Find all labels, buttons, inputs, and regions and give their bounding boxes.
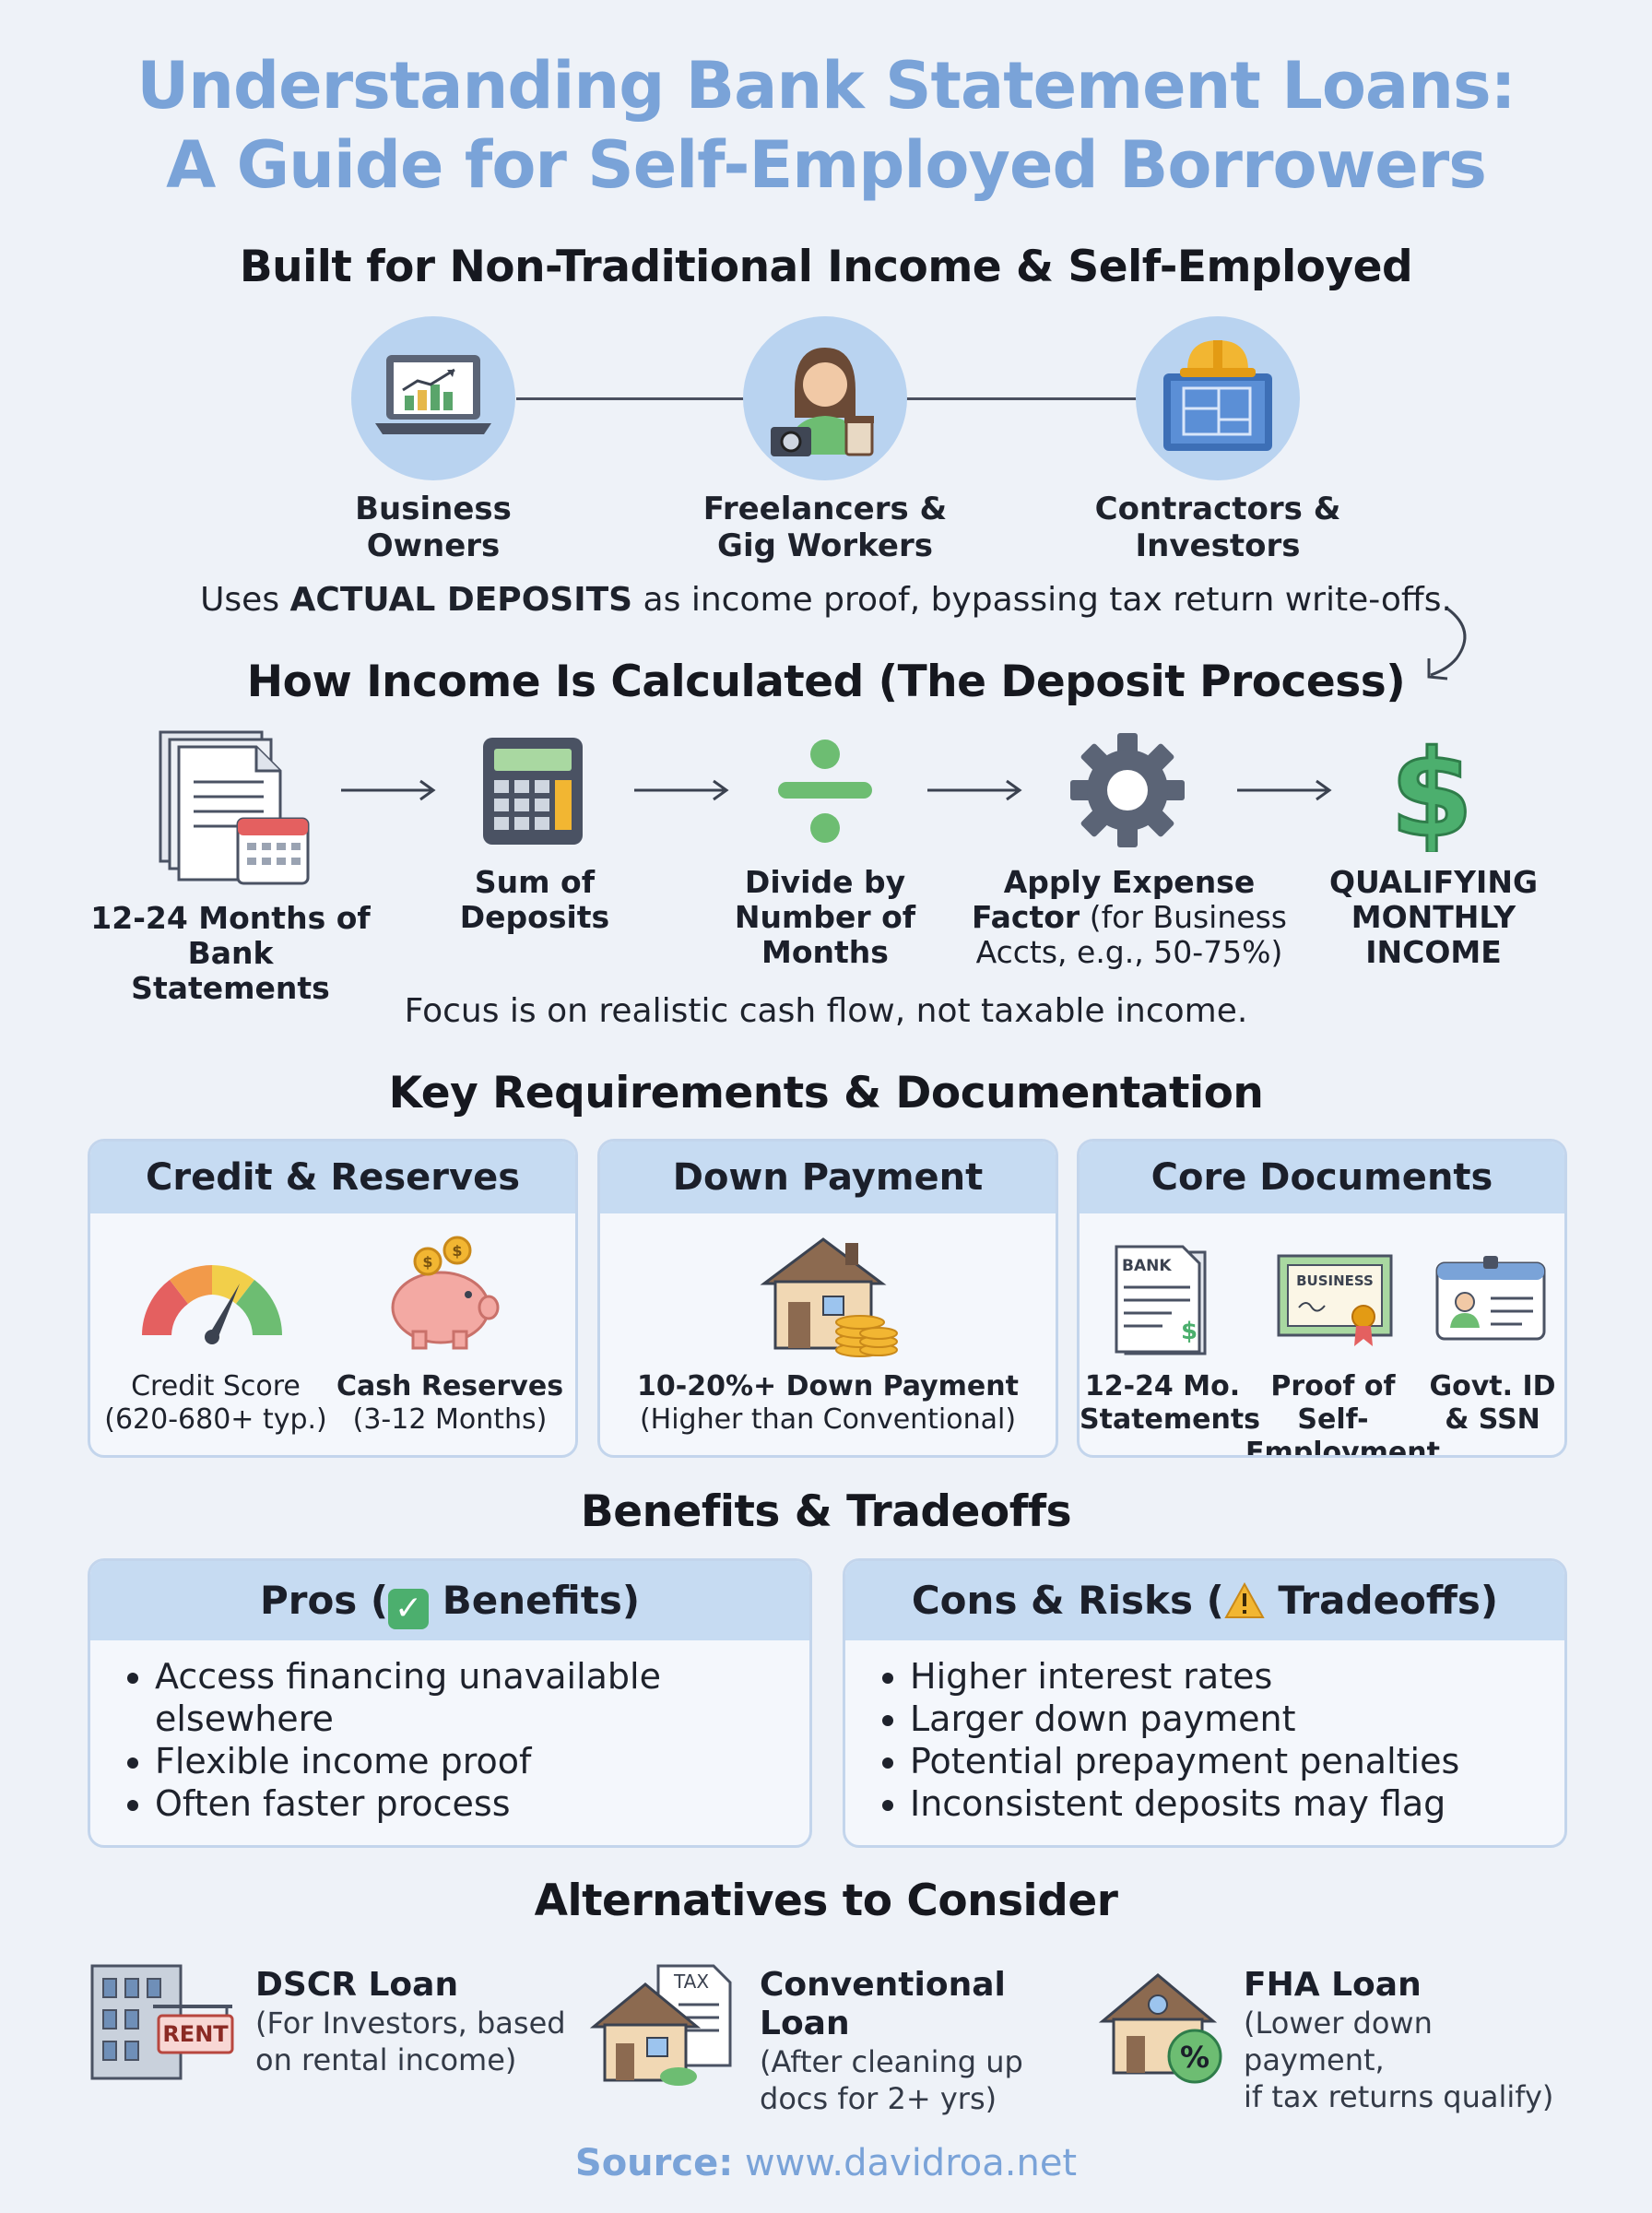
rent-building-icon: RENT	[90, 1964, 234, 2080]
check-icon: ✓	[388, 1589, 430, 1629]
statements-doc-label: 12-24 Mo. Statements	[1080, 1370, 1261, 1436]
list-item: Potential prepayment penalties	[910, 1740, 1564, 1782]
fha-house-percent-icon: %	[1098, 1973, 1222, 2084]
svg-text:BUSINESS: BUSINESS	[1296, 1272, 1374, 1289]
step-label-qualifying-income: QUALIFYING MONTHLY INCOME	[1328, 864, 1539, 970]
calculator-icon	[483, 738, 583, 845]
list-item: Flexible income proof	[155, 1740, 809, 1782]
svg-text:$: $	[422, 1253, 432, 1271]
arrow-right-icon	[634, 779, 729, 801]
tax-house-icon: TAX	[590, 1964, 732, 2086]
down-payment-card: Down Payment 10-20%+ Down Payment (Highe…	[597, 1139, 1058, 1458]
audience-label-contractors: Contractors & Investors	[1094, 491, 1341, 564]
list-item: Access financing unavailable elsewhere	[155, 1655, 671, 1740]
curved-arrow-icon	[1427, 607, 1467, 680]
svg-text:$: $	[1390, 728, 1473, 852]
list-item: Higher interest rates	[910, 1655, 1564, 1698]
requirements-heading: Key Requirements & Documentation	[388, 1068, 1264, 1118]
page-title: Understanding Bank Statement Loans: A Gu…	[136, 48, 1516, 203]
svg-text:$: $	[452, 1242, 462, 1260]
source-link[interactable]: www.davidroa.net	[733, 2142, 1078, 2184]
pros-card: Pros (✓ Benefits) Access financing unava…	[88, 1558, 812, 1848]
dollar-icon: $	[1390, 728, 1473, 852]
list-item: Larger down payment	[910, 1698, 1564, 1740]
down-payment-label: 10-20%+ Down Payment (Higher than Conven…	[637, 1370, 1019, 1436]
fha-loan-option: FHA Loan (Lower down payment, if tax ret…	[1244, 1966, 1554, 2114]
statements-calendar-icon	[159, 730, 310, 885]
process-note: Focus is on realistic cash flow, not tax…	[404, 992, 1248, 1030]
cash-reserves-label: Cash Reserves (3-12 Months)	[336, 1370, 564, 1436]
bank-statement-icon: BANK $	[1115, 1245, 1207, 1355]
freelancer-camera-icon	[743, 316, 907, 480]
id-card-icon	[1435, 1256, 1546, 1341]
pros-title: Pros (✓ Benefits)	[90, 1561, 809, 1640]
laptop-chart-icon	[351, 316, 515, 480]
self-employment-doc-label: Proof of Self- Employment	[1245, 1370, 1440, 1458]
gear-icon	[1070, 733, 1185, 847]
business-certificate-icon: BUSINESS	[1277, 1254, 1393, 1346]
source-credit: Source: www.davidroa.net	[574, 2142, 1078, 2184]
svg-text:$: $	[1181, 1318, 1198, 1345]
conventional-loan-option: Conventional Loan (After cleaning up doc…	[760, 1966, 1023, 2116]
svg-text:RENT: RENT	[162, 2021, 229, 2047]
arrow-right-icon	[341, 779, 436, 801]
svg-text:TAX: TAX	[673, 1970, 709, 1993]
step-label-statements: 12-24 Months of Bank Statements	[90, 900, 371, 1006]
house-coins-icon	[760, 1237, 898, 1357]
card-title: Core Documents	[1080, 1142, 1564, 1213]
warning-icon	[1224, 1567, 1265, 1646]
alternatives-heading: Alternatives to Consider	[534, 1876, 1118, 1926]
audience-heading: Built for Non-Traditional Income & Self-…	[239, 242, 1413, 292]
cons-card: Cons & Risks ( Tradeoffs) Higher interes…	[843, 1558, 1567, 1848]
credit-score-label: Credit Score (620-680+ typ.)	[104, 1370, 327, 1436]
audience-label-freelancers: Freelancers & Gig Workers	[702, 491, 948, 564]
govt-id-doc-label: Govt. ID & SSN	[1429, 1370, 1556, 1436]
step-label-expense-factor: Apply Expense Factor (for Business Accts…	[972, 864, 1287, 970]
credit-reserves-card: Credit & Reserves $ $ Credit Score (620-…	[88, 1139, 578, 1458]
svg-text:%: %	[1180, 2040, 1210, 2075]
arrow-right-icon	[927, 779, 1022, 801]
pros-list: Access financing unavailable elsewhere F…	[90, 1640, 809, 1825]
piggy-bank-icon: $ $	[391, 1236, 500, 1350]
hardhat-blueprint-icon	[1136, 316, 1300, 480]
core-documents-card: Core Documents BANK $ BUSINESS 12-24 Mo.…	[1077, 1139, 1567, 1458]
audience-label-business-owners: Business Owners	[355, 491, 512, 564]
benefits-heading: Benefits & Tradeoffs	[580, 1486, 1072, 1537]
step-label-sum: Sum of Deposits	[459, 864, 610, 935]
list-item: Inconsistent deposits may flag	[910, 1782, 1564, 1825]
arrow-right-icon	[1237, 779, 1332, 801]
svg-text:BANK: BANK	[1122, 1257, 1172, 1275]
divide-icon	[778, 740, 872, 843]
cons-title: Cons & Risks ( Tradeoffs)	[845, 1561, 1564, 1640]
step-label-divide: Divide by Number of Months	[734, 864, 916, 970]
cons-list: Higher interest rates Larger down paymen…	[845, 1640, 1564, 1825]
process-heading: How Income Is Calculated (The Deposit Pr…	[246, 657, 1406, 707]
card-title: Down Payment	[600, 1142, 1056, 1213]
card-title: Credit & Reserves	[90, 1142, 575, 1213]
dscr-loan-option: DSCR Loan (For Investors, based on renta…	[255, 1966, 566, 2077]
credit-gauge-icon	[142, 1265, 282, 1344]
list-item: Often faster process	[155, 1782, 809, 1825]
audience-note: Uses ACTUAL DEPOSITS as income proof, by…	[200, 581, 1452, 619]
